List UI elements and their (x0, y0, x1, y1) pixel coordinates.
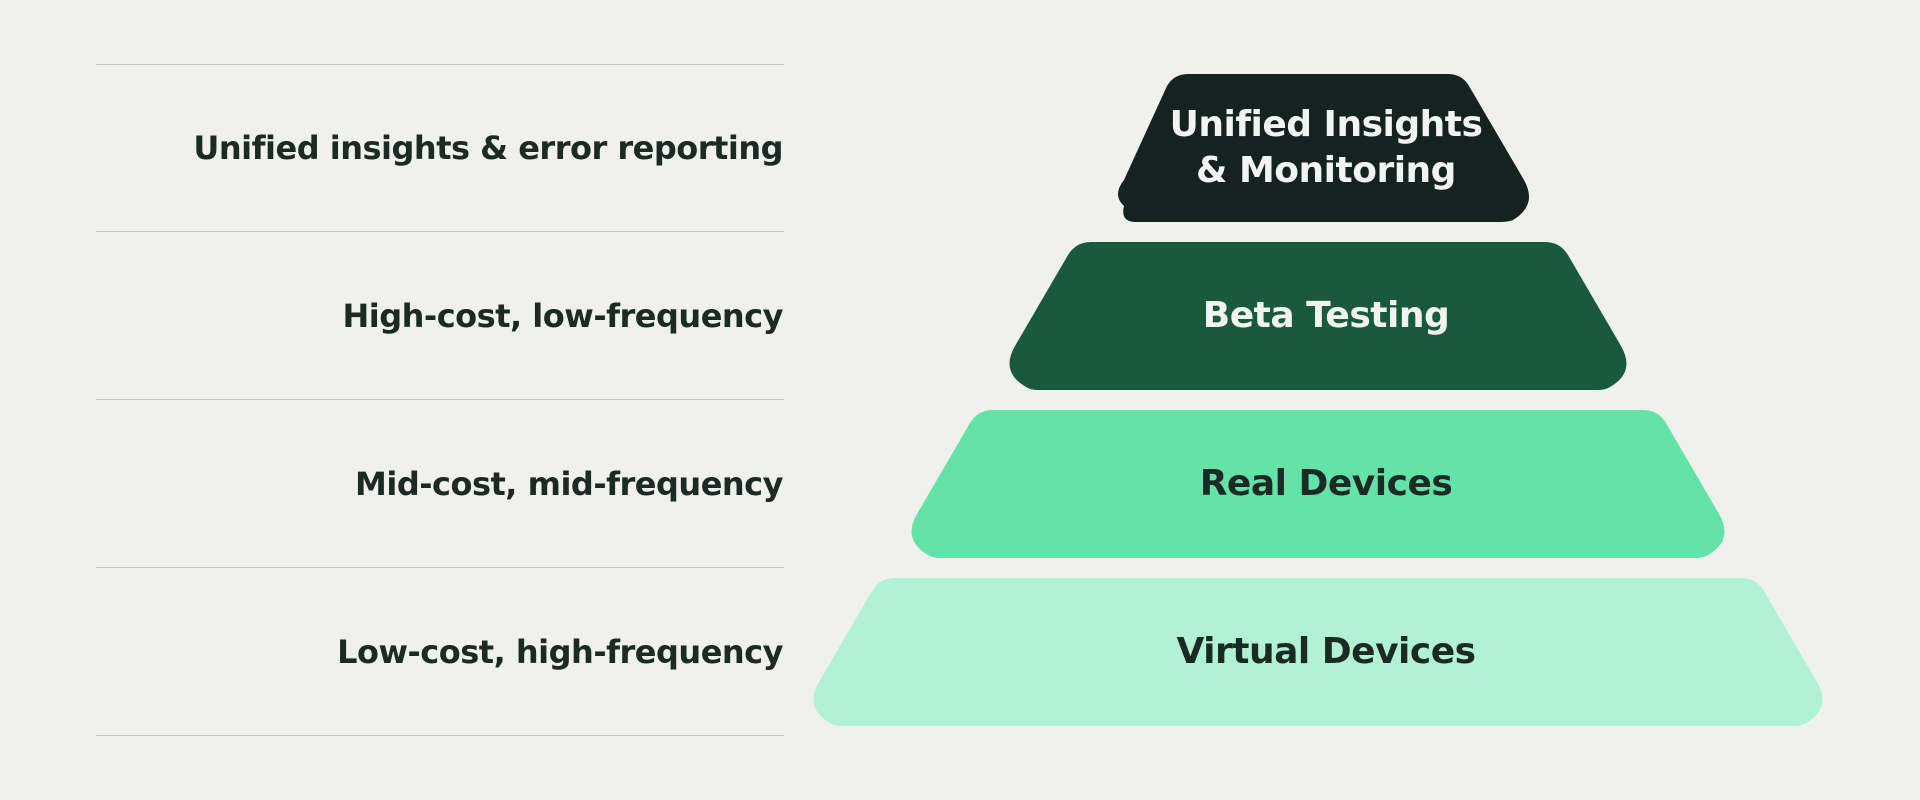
row-divider (96, 64, 784, 65)
row-label-high-cost: High-cost, low-frequency (342, 297, 783, 335)
tier-virtual-devices-shape (813, 578, 1823, 726)
row-label-mid-cost: Mid-cost, mid-frequency (355, 465, 784, 503)
tier-unified-insights-line1: Unified Insights (1169, 104, 1483, 145)
row-label-low-cost: Low-cost, high-frequency (337, 633, 783, 671)
tier-virtual-devices: Virtual Devices (1026, 629, 1626, 675)
row-divider (96, 231, 784, 232)
row-divider (96, 567, 784, 568)
tier-real-devices-shape (911, 410, 1725, 558)
tier-beta-testing-shape (1009, 242, 1627, 390)
tier-real-devices: Real Devices (1026, 461, 1626, 507)
row-label-insights: Unified insights & error reporting (193, 129, 783, 167)
row-divider (96, 399, 784, 400)
tier-unified-insights-line2: & Monitoring (1196, 150, 1456, 191)
tier-virtual-devices-label: Virtual Devices (1176, 631, 1476, 672)
tier-beta-testing-label: Beta Testing (1202, 295, 1450, 336)
tier-unified-insights: Unified Insights & Monitoring (1026, 102, 1626, 194)
tier-unified-insights-shape (1118, 74, 1530, 222)
tier-beta-testing: Beta Testing (1026, 293, 1626, 339)
tier-real-devices-label: Real Devices (1199, 463, 1453, 504)
row-divider (96, 735, 784, 736)
